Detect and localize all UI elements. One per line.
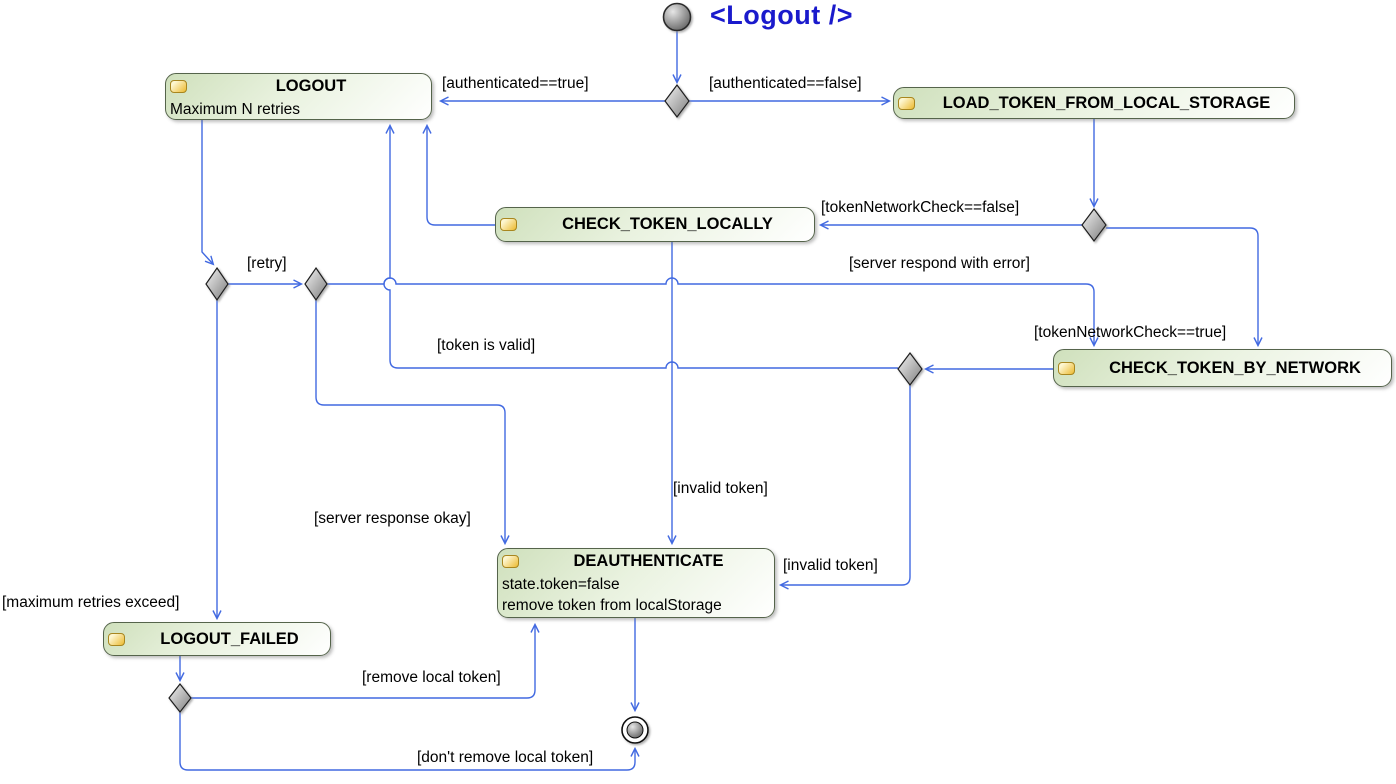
initial-state-node <box>662 2 692 32</box>
decision-token-validity <box>897 352 923 386</box>
edge-logout-to-retry-decision <box>201 120 215 266</box>
guard-token-network-check-true: [tokenNetworkCheck==true] <box>1034 324 1227 341</box>
edge-dont-remove-local-token <box>179 712 640 771</box>
state-title: CHECK_TOKEN_LOCALLY <box>562 215 773 233</box>
state-icon <box>502 555 519 568</box>
guard-token-network-check-false: [tokenNetworkCheck==false] <box>821 199 1020 216</box>
edge-token-network-check-true <box>1106 227 1263 348</box>
state-title: LOAD_TOKEN_FROM_LOCAL_STORAGE <box>942 93 1271 112</box>
guard-maximum-retries-exceed: [maximum retries exceed] <box>2 594 180 611</box>
decision-server-response <box>304 266 328 302</box>
decision-retry <box>205 266 229 302</box>
edge-remove-local-token <box>191 622 540 699</box>
guard-authenticated-true: [authenticated==true] <box>442 75 589 92</box>
state-icon <box>1058 361 1075 375</box>
state-activity: state.token=false <box>502 576 620 593</box>
state-deauthenticate: DEAUTHENTICATE state.token=false remove … <box>497 548 775 618</box>
state-logout-failed: LOGOUT_FAILED <box>103 622 331 656</box>
guard-authenticated-false: [authenticated==false] <box>709 75 862 92</box>
state-icon <box>898 96 915 110</box>
state-load-token-from-local-storage: LOAD_TOKEN_FROM_LOCAL_STORAGE <box>893 87 1295 119</box>
guard-invalid-token-locally: [invalid token] <box>673 480 768 497</box>
edge-token-is-valid <box>383 123 898 369</box>
edge-server-respond-with-error <box>327 277 1099 348</box>
state-title: DEAUTHENTICATE <box>573 552 724 570</box>
guard-remove-local-token: [remove local token] <box>362 669 501 686</box>
decision-remove-token <box>168 683 192 713</box>
state-check-token-by-network: CHECK_TOKEN_BY_NETWORK <box>1053 349 1392 387</box>
state-activity: remove token from localStorage <box>502 597 722 614</box>
state-title: CHECK_TOKEN_BY_NETWORK <box>1109 358 1361 377</box>
state-icon <box>170 80 187 93</box>
state-logout: LOGOUT Maximum N retries <box>165 73 432 120</box>
state-icon <box>500 218 517 231</box>
guard-server-respond-with-error: [server respond with error] <box>849 255 1030 272</box>
final-state-inner-dot <box>626 721 644 739</box>
guard-invalid-token-network: [invalid token] <box>783 557 878 574</box>
decision-token-network-check <box>1081 208 1107 242</box>
edge-invalid-token-network <box>778 385 911 590</box>
guard-retry: [retry] <box>247 255 287 272</box>
state-check-token-locally: CHECK_TOKEN_LOCALLY <box>495 207 815 242</box>
state-icon <box>108 632 125 646</box>
edge-server-response-okay <box>315 300 510 546</box>
diagram-title: <Logout /> <box>710 0 853 30</box>
decision-authenticated <box>664 84 690 118</box>
guard-dont-remove-local-token: [don't remove local token] <box>417 749 594 766</box>
guard-server-response-okay: [server response okay] <box>314 510 471 527</box>
state-title: LOGOUT <box>275 77 347 95</box>
final-state-node <box>621 716 649 744</box>
edge-check-locally-to-logout <box>422 123 495 226</box>
guard-token-is-valid: [token is valid] <box>437 337 536 354</box>
state-title: LOGOUT_FAILED <box>160 629 299 648</box>
state-activity: Maximum N retries <box>170 101 301 118</box>
